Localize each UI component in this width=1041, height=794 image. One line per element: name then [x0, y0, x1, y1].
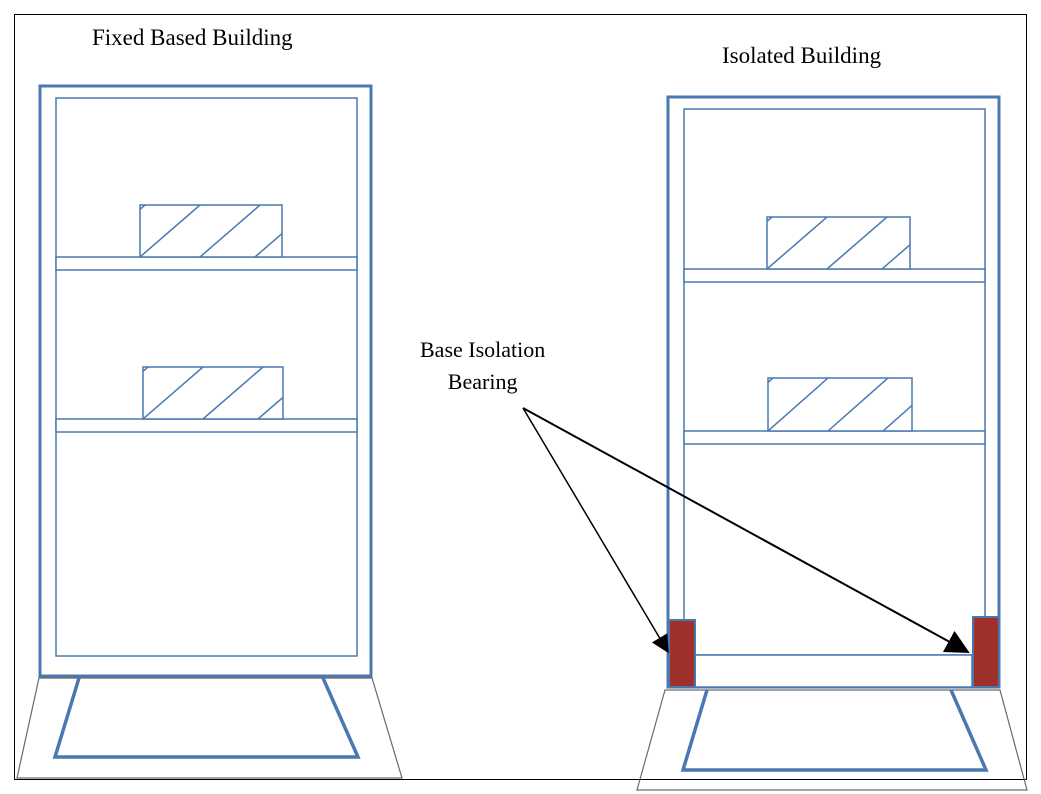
isolated-base-slab — [694, 654, 973, 688]
isolated-footing — [680, 689, 989, 772]
isolated-building — [636, 95, 1028, 791]
isolated-block-upper — [766, 216, 911, 270]
bearing-left — [668, 619, 696, 688]
fixed-slab-lower — [55, 418, 358, 433]
fixed-block-lower — [142, 366, 284, 420]
fixed-inner-frame — [55, 97, 358, 657]
callout-arrows — [522, 407, 970, 654]
figure-frame — [14, 14, 1027, 780]
isolated-slab-upper — [683, 268, 986, 283]
isolated-block-lower — [767, 377, 913, 432]
fixed-building — [16, 84, 403, 779]
isolated-ground-trapezoid — [636, 689, 1028, 791]
fixed-slab-upper — [55, 256, 358, 271]
isolated-slab-lower — [683, 430, 986, 445]
bearing-right — [972, 616, 1000, 688]
callout-line-2: Bearing — [447, 368, 518, 394]
fixed-building-title: Fixed Based Building — [92, 25, 293, 50]
fixed-footing — [52, 677, 361, 759]
fixed-block-upper — [139, 204, 283, 258]
isolated-building-title: Isolated Building — [722, 43, 882, 68]
fixed-ground-trapezoid — [16, 677, 403, 779]
bearing-callout-label: Base Isolation Bearing — [420, 334, 545, 398]
fixed-outer-frame — [38, 84, 373, 678]
callout-line-1: Base Isolation — [420, 337, 546, 362]
arrow-to-right-bearing — [522, 407, 970, 653]
arrow-to-left-bearing — [522, 407, 669, 654]
